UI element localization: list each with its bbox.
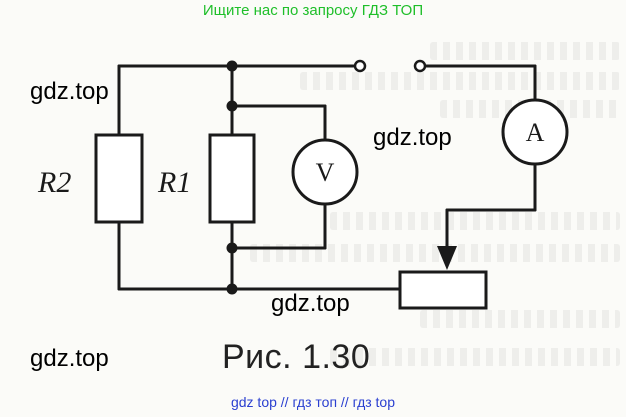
ammeter-label: A — [526, 118, 545, 147]
promo-banner: Ищите нас по запросу ГДЗ ТОП — [202, 2, 424, 19]
open-terminal-right — [413, 59, 427, 73]
background-texture — [330, 212, 620, 230]
rheostat — [398, 270, 488, 310]
voltmeter-label: V — [316, 158, 335, 187]
resistor-r1 — [208, 133, 256, 224]
background-texture — [300, 72, 620, 90]
voltmeter — [291, 138, 359, 206]
label-r1: R1 — [157, 166, 191, 199]
junction-dot — [226, 60, 238, 72]
rheostat-slider-arrow — [437, 246, 457, 270]
open-terminal-left — [353, 59, 367, 73]
watermark: gdz.top — [373, 124, 452, 151]
junction-dot — [226, 283, 238, 295]
background-texture — [250, 244, 620, 262]
junction-dot — [226, 100, 238, 112]
watermark: gdz.top — [30, 345, 109, 372]
label-r2: R2 — [37, 166, 71, 199]
watermark: gdz.top — [271, 290, 350, 317]
background-texture — [330, 348, 620, 366]
background-texture — [420, 310, 620, 328]
resistor-r2 — [94, 133, 144, 224]
ammeter — [501, 98, 569, 166]
footer-links: gdz top // гдз топ // гдз top — [230, 394, 396, 410]
watermark: gdz.top — [30, 78, 109, 105]
background-texture — [430, 42, 620, 60]
figure-caption: Рис. 1.30 — [222, 338, 371, 376]
junction-dot — [226, 242, 238, 254]
